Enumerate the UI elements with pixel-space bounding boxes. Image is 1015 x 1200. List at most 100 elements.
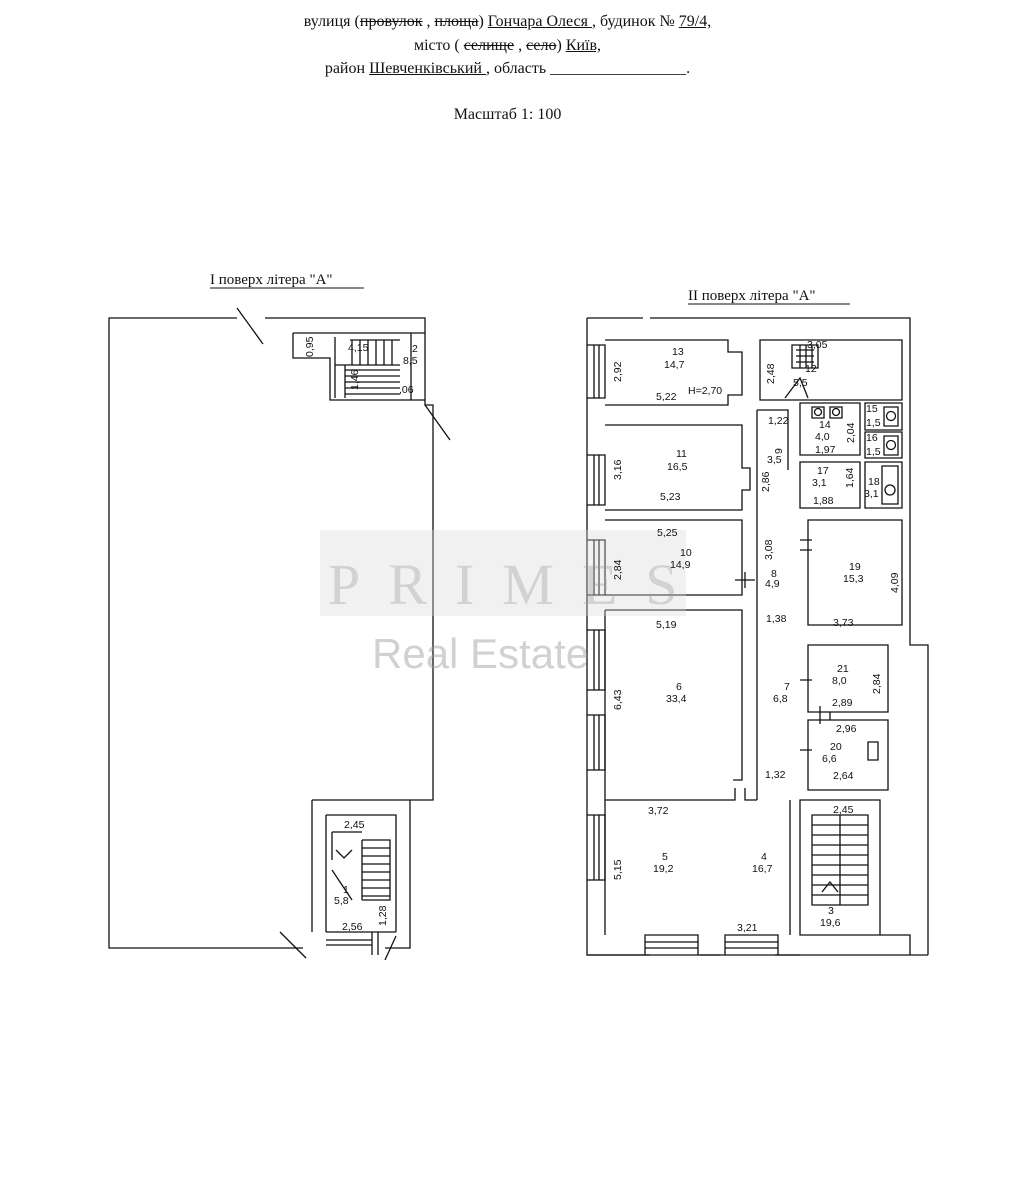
- plan-label-d321: 3,21: [737, 922, 758, 934]
- address-fragment: ,: [514, 37, 527, 54]
- scale-label: Масштаб 1: 100: [453, 106, 562, 123]
- plan-label-r17: 17: [817, 465, 829, 477]
- plan-label-d515: 5,15: [612, 859, 624, 880]
- plan-label-d248: 2,48: [765, 363, 777, 384]
- plan-label-d415: 4,15: [348, 342, 369, 354]
- address-fragment: район: [324, 60, 370, 77]
- plan-label-d095: 0,95: [304, 336, 316, 357]
- plan-label-d128: 1,28: [377, 905, 389, 926]
- plan-label-d373: 3,73: [833, 617, 854, 629]
- plan-label-d525: 5,25: [657, 527, 678, 539]
- plan-label-d289: 2,89: [832, 697, 853, 709]
- plan-label-r19: 19: [849, 561, 861, 573]
- plan-label-h270: H=2,70: [688, 385, 722, 397]
- plan-label-r20: 20: [830, 741, 842, 753]
- plan-label-r4: 4: [761, 851, 767, 863]
- address-fragment: ): [478, 13, 488, 30]
- address-fragment: , будинок №: [591, 13, 679, 30]
- plan-label-r14: 14: [819, 419, 831, 431]
- plan-label-d122: 1,22: [768, 415, 789, 427]
- plan-label-d264: 2,64: [833, 770, 854, 782]
- plan-label-d372: 3,72: [648, 805, 669, 817]
- plan-label-r12: 12: [805, 363, 817, 375]
- floor1-plan: [108, 307, 451, 961]
- plan-label-r21: 21: [837, 663, 849, 675]
- plan-label-r5: 5: [662, 851, 668, 863]
- watermark-primes: PRIMES: [328, 552, 706, 617]
- plan-label-r3: 3: [828, 905, 834, 917]
- city-name: Київ,: [565, 37, 602, 54]
- floor2-title: ІІ поверх літера "А": [688, 288, 816, 304]
- address-fragment: місто (: [413, 37, 464, 54]
- plan-label-r16: 16: [866, 432, 878, 444]
- plan-label-r13: 13: [672, 346, 684, 358]
- plan-label-r15: 15: [866, 403, 878, 415]
- plan-label-r7: 7: [784, 681, 790, 693]
- plan-label-a40: 4,0: [815, 431, 830, 443]
- plan-label-a165: 16,5: [667, 461, 688, 473]
- building-number: 79/4,: [678, 13, 712, 30]
- address-fragment: селище: [463, 37, 515, 54]
- plan-label-d522: 5,22: [656, 391, 677, 403]
- plan-label-a55: 5,5: [793, 377, 808, 389]
- district-name: Шевченківський: [369, 60, 486, 77]
- plan-label-d643: 6,43: [612, 689, 624, 710]
- floor2-plan: [586, 317, 929, 956]
- plan-label-d286: 2,86: [760, 471, 772, 492]
- plan-label-d292: 2,92: [612, 361, 624, 382]
- plan-label-a49: 4,9: [765, 578, 780, 590]
- address-city-line: місто ( селище , село) Київ,: [0, 36, 1015, 56]
- plan-label-a85: 8,5: [403, 355, 418, 367]
- plan-label-d106: ,06: [399, 384, 414, 396]
- plan-label-d245b: 2,45: [833, 804, 854, 816]
- plan-label-a153: 15,3: [843, 573, 864, 585]
- plan-label-d245: 2,45: [344, 819, 365, 831]
- plan-label-r6: 6: [676, 681, 682, 693]
- plan-label-a68: 6,8: [773, 693, 788, 705]
- plan-label-r2: 2: [412, 343, 418, 355]
- plan-label-a15b: 1,5: [866, 446, 881, 458]
- region-value: _________________.: [550, 60, 691, 77]
- address-fragment: провулок: [359, 13, 423, 30]
- watermark-realestate: Real Estate: [372, 630, 589, 677]
- plan-label-d523: 5,23: [660, 491, 681, 503]
- plan-label-d409: 4,09: [889, 572, 901, 593]
- plan-label-a66: 6,6: [822, 753, 837, 765]
- plan-label-a80: 8,0: [832, 675, 847, 687]
- floor2-labels: 13 14,7 2,92 H=2,70 5,22 3,05 12 5,5 2,4…: [612, 339, 901, 934]
- plan-label-d188: 1,88: [813, 495, 834, 507]
- floor1-title: І поверх літера "А": [210, 272, 333, 288]
- plan-label-a31a: 3,1: [812, 477, 827, 489]
- floor1-labels: 0,95 4,15 2 8,5 1,46 ,06 2,45 1 5,8 2,56…: [304, 336, 418, 933]
- watermark: PRIMES Real Estate: [320, 530, 706, 677]
- plan-label-d138: 1,38: [766, 613, 787, 625]
- plan-label-d146: 1,46: [349, 369, 361, 390]
- plan-label-d519: 5,19: [656, 619, 677, 631]
- plan-label-d197: 1,97: [815, 444, 836, 456]
- plan-label-d164: 1,64: [844, 467, 856, 488]
- address-fragment: вулиця (: [303, 13, 360, 30]
- plan-label-d305: 3,05: [807, 339, 828, 351]
- address-fragment: ): [556, 37, 566, 54]
- plan-label-d316: 3,16: [612, 459, 624, 480]
- address-fragment: село: [526, 37, 557, 54]
- plan-label-d256: 2,56: [342, 921, 363, 933]
- plan-label-a196: 19,6: [820, 917, 841, 929]
- plan-label-a58: 5,8: [334, 895, 349, 907]
- plan-label-d296: 2,96: [836, 723, 857, 735]
- plan-label-r10: 10: [680, 547, 692, 559]
- plan-label-a147: 14,7: [664, 359, 685, 371]
- address-district-line: район Шевченківський , область _________…: [0, 59, 1015, 79]
- plan-label-d132: 1,32: [765, 769, 786, 781]
- plan-label-d204: 2,04: [845, 422, 857, 443]
- plan-label-a334: 33,4: [666, 693, 687, 705]
- plan-label-r11: 11: [676, 448, 687, 460]
- plan-label-r18: 18: [868, 476, 880, 488]
- plan-label-a167: 16,7: [752, 863, 773, 875]
- plan-label-a192: 19,2: [653, 863, 674, 875]
- address-fragment: , область: [485, 60, 551, 77]
- plan-label-a35: 3,5: [767, 454, 782, 466]
- plan-label-a15a: 1,5: [866, 417, 881, 429]
- plan-label-r1: 1: [343, 884, 349, 896]
